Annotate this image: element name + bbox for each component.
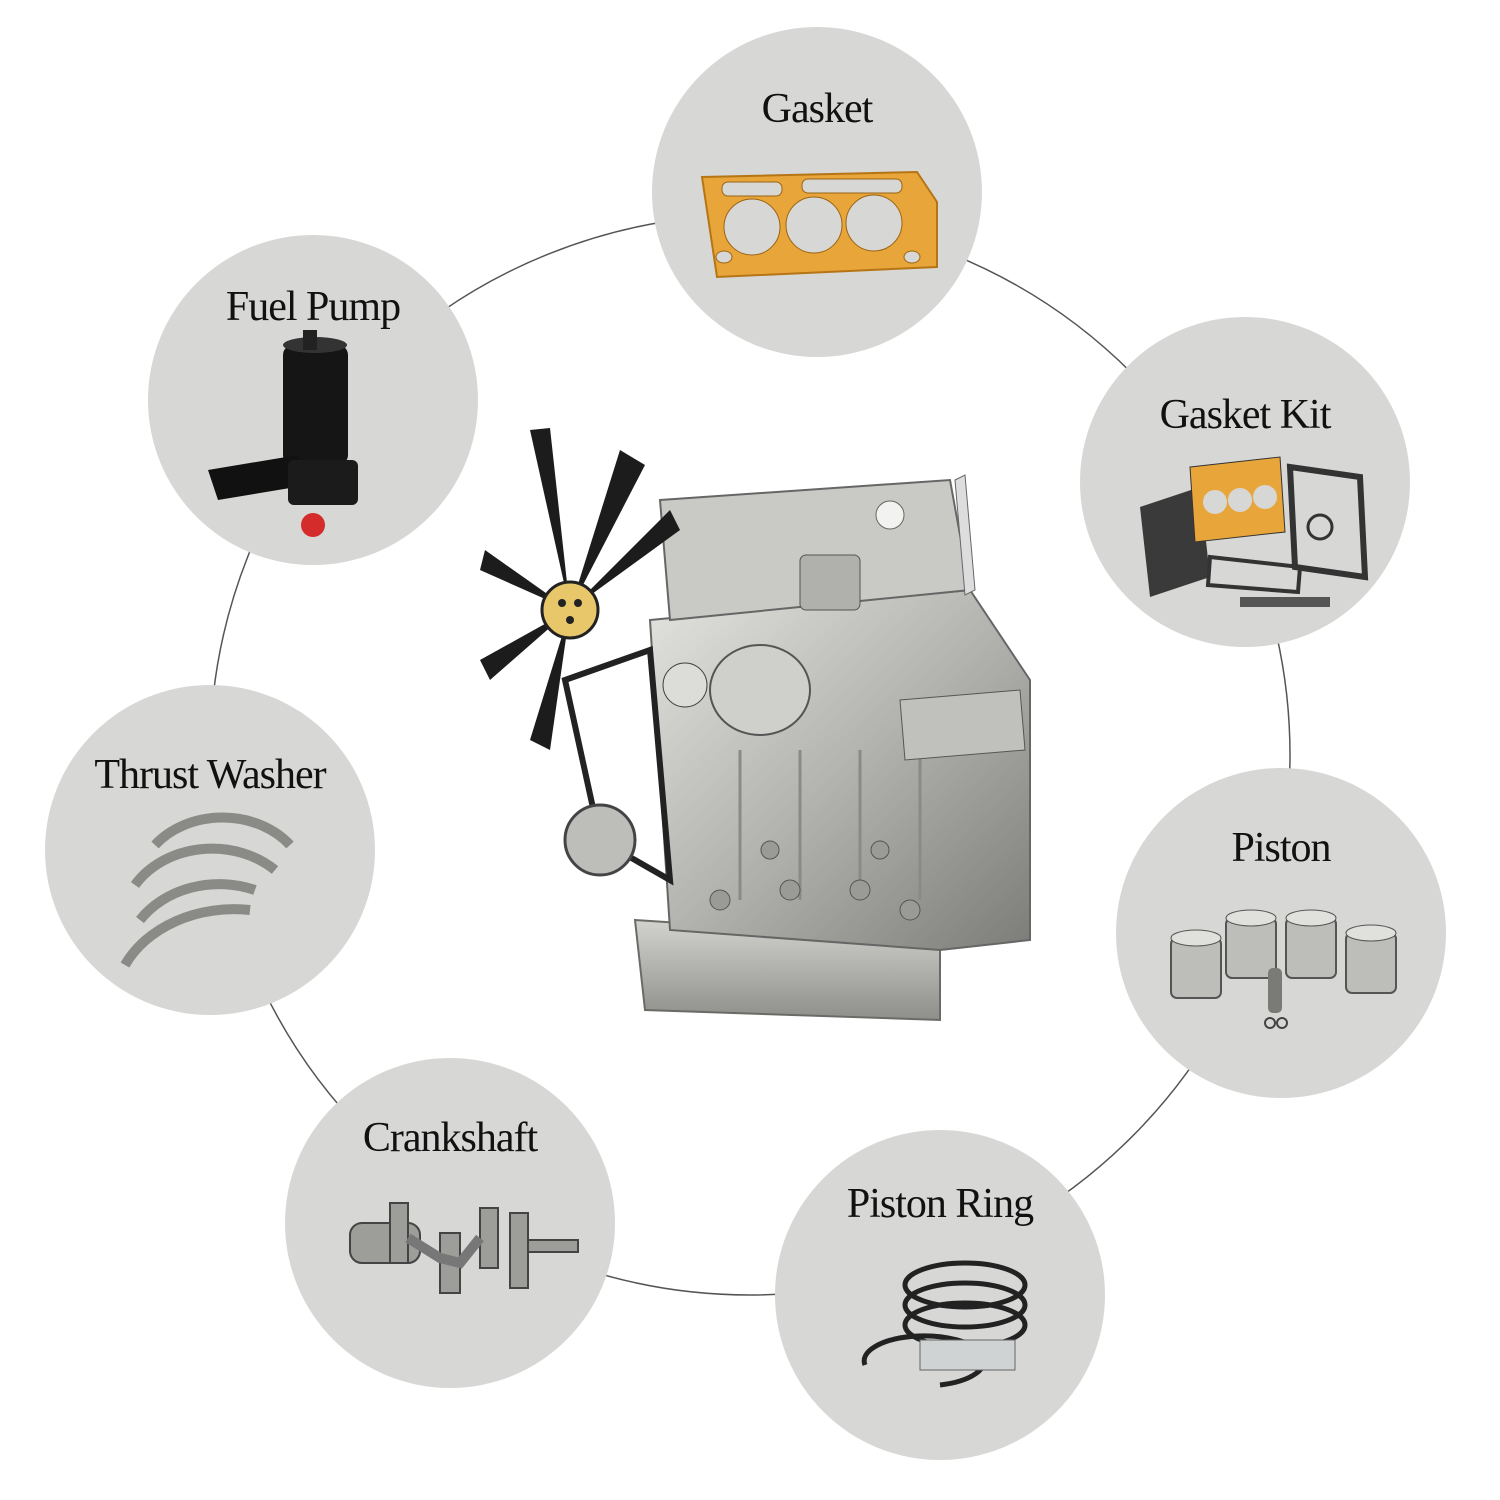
head-gasket-icon — [700, 170, 938, 279]
part-node-piston[interactable]: Piston — [1116, 768, 1446, 1098]
fuel-pump-icon — [208, 330, 358, 537]
part-label-crankshaft: Crankshaft — [362, 1115, 538, 1161]
gasket-kit-icon — [1140, 456, 1369, 607]
part-label-fuel-pump: Fuel Pump — [225, 284, 401, 330]
part-label-gasket: Gasket — [761, 86, 874, 132]
diesel-engine-icon — [480, 428, 1031, 1022]
part-node-gasket[interactable]: Gasket — [652, 27, 982, 357]
part-label-gasket-kit: Gasket Kit — [1159, 392, 1332, 438]
part-label-thrust-washer: Thrust Washer — [94, 752, 326, 798]
part-label-piston-ring: Piston Ring — [846, 1181, 1034, 1227]
part-node-fuel-pump[interactable]: Fuel Pump — [148, 235, 478, 565]
thrust-washer-icon — [120, 812, 294, 968]
crankshaft-icon — [349, 1202, 579, 1294]
part-node-gasket-kit[interactable]: Gasket Kit — [1080, 317, 1410, 647]
piston-ring-icon — [861, 1260, 1028, 1388]
part-node-piston-ring[interactable]: Piston Ring — [775, 1130, 1105, 1460]
part-label-piston: Piston — [1231, 825, 1331, 871]
part-node-crankshaft[interactable]: Crankshaft — [285, 1058, 615, 1388]
piston-set-icon — [1170, 909, 1397, 1029]
part-node-thrust-washer[interactable]: Thrust Washer — [45, 685, 375, 1015]
